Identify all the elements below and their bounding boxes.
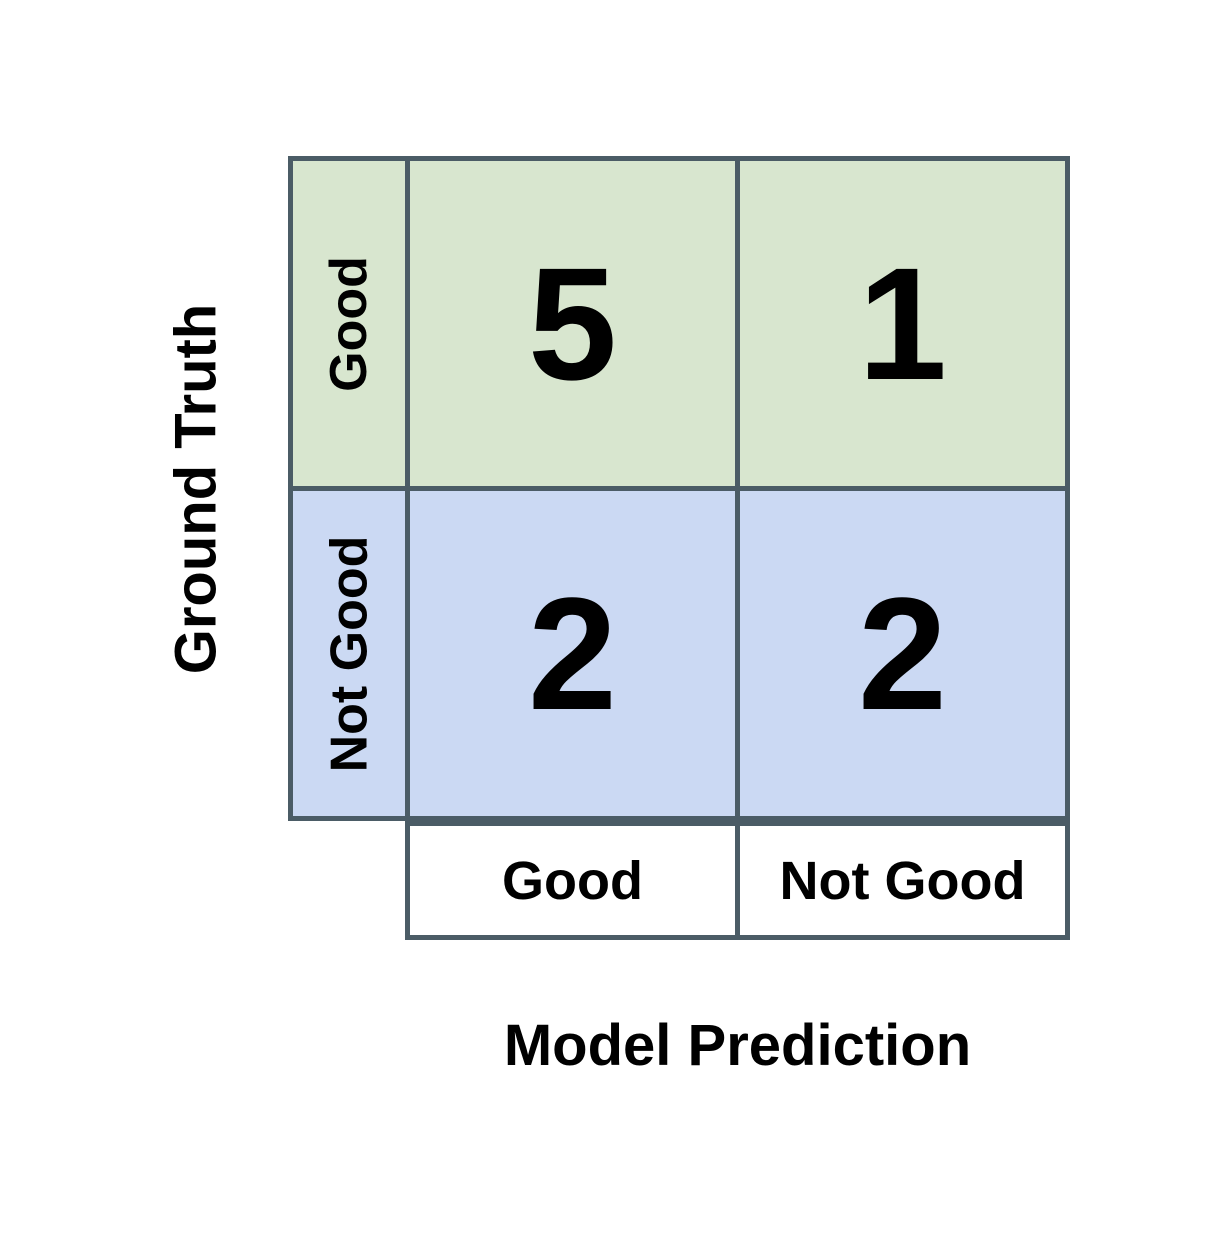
row-header-good: Good	[293, 161, 405, 486]
y-axis-title: Ground Truth	[163, 303, 229, 675]
column-header-not-good: Not Good	[740, 826, 1065, 935]
row-header-not-good: Not Good	[293, 491, 405, 816]
cell-good-notgood-count: 1	[740, 161, 1065, 486]
x-axis-title: Model Prediction	[503, 1013, 972, 1078]
row-header-good-label: Good	[320, 255, 378, 392]
row-header-not-good-label: Not Good	[320, 535, 379, 772]
cell-notgood-notgood-count: 2	[740, 491, 1065, 816]
cell-notgood-good-count: 2	[410, 491, 735, 816]
confusion-matrix-grid: Good 5 1 Not Good 2 2	[288, 156, 1070, 821]
column-header-good: Good	[410, 826, 735, 935]
column-header-row: Good Not Good	[405, 821, 1070, 940]
cell-good-good-count: 5	[410, 161, 735, 486]
